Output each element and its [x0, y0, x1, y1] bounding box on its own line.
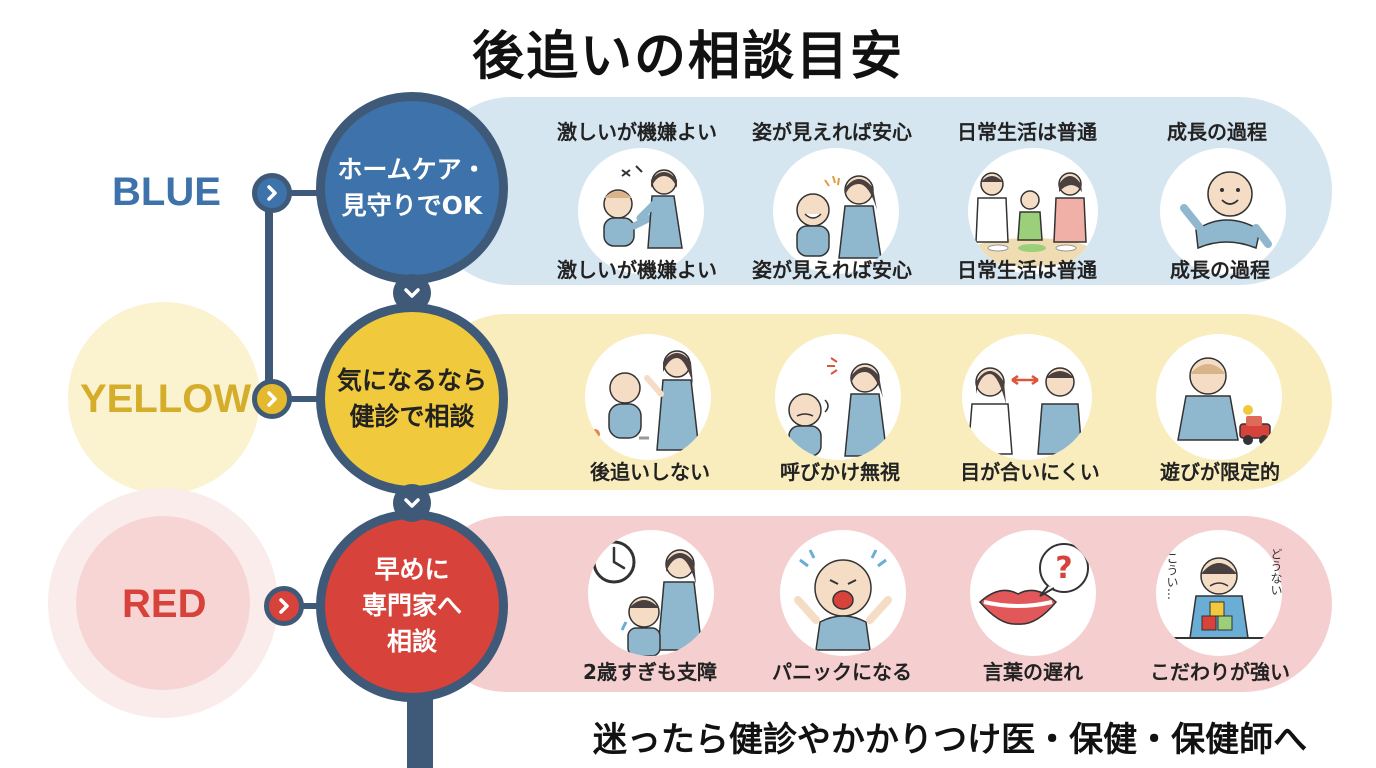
baby-reaching-mother-icon	[578, 148, 704, 274]
baby-ignoring-call-icon	[775, 334, 901, 460]
blocks-note-left: こうい…	[1165, 552, 1179, 600]
blue-item-2-top-caption: 姿が見えれば安心	[752, 120, 912, 144]
blue-item-2-bottom-caption: 姿が見えれば安心	[752, 258, 912, 282]
red-arrow-button[interactable]	[264, 586, 304, 626]
left-connector-line	[265, 200, 273, 396]
red-item-3-caption: 言葉の遅れ	[983, 660, 1083, 684]
yellow-arrow-button[interactable]	[252, 379, 292, 419]
blue-item-1-bottom-caption: 激しいが機嫌よい	[557, 258, 717, 282]
crying-baby-icon	[780, 530, 906, 656]
chevron-down-icon	[404, 498, 420, 508]
chevron-right-icon	[267, 185, 277, 201]
red-glow-decoration-inner	[76, 516, 250, 690]
blue-item-3-top-caption: 日常生活は普通	[957, 120, 1097, 144]
blocks-note-right: どうない	[1269, 548, 1283, 596]
smiling-baby-mother-icon	[773, 148, 899, 274]
happy-baby-icon	[1160, 148, 1286, 274]
blue-item-1-top-caption: 激しいが機嫌よい	[557, 120, 717, 144]
yellow-item-2-caption: 呼びかけ無視	[780, 460, 900, 484]
main-stem-line	[407, 690, 433, 768]
blue-item-4-bottom-caption: 成長の過程	[1170, 258, 1270, 282]
level-label-blue: BLUE	[112, 170, 221, 214]
blue-level-circle: ホームケア・ 見守りでOK	[316, 92, 508, 284]
chevron-right-icon	[267, 391, 277, 407]
red-level-circle: 早めに 専門家へ 相談	[316, 510, 508, 702]
down-chevron-2	[393, 484, 431, 522]
lips-question-icon: ?	[970, 530, 1096, 656]
red-item-4-caption: こだわりが強い	[1150, 660, 1290, 684]
yellow-glow-decoration	[68, 302, 260, 494]
blue-arrow-button[interactable]	[252, 173, 292, 213]
footer-advice: 迷ったら健診やかかりつけ医・保健・保健師へ	[592, 720, 1308, 760]
level-label-yellow: YELLOW	[80, 377, 252, 421]
clock-worried-mother-icon	[588, 530, 714, 656]
child-blocks-icon	[1156, 530, 1282, 656]
family-meal-icon	[968, 148, 1098, 274]
baby-sitting-mother-icon	[585, 334, 711, 460]
blue-arrow-link	[290, 190, 330, 196]
blue-item-3-bottom-caption: 日常生活は普通	[957, 258, 1097, 282]
eye-contact-icon	[962, 334, 1092, 460]
red-item-1-caption: 2歳すぎも支障	[583, 660, 717, 684]
page-title: 後追いの相談目安	[471, 27, 904, 87]
yellow-level-circle: 気になるなら 健診で相談	[316, 303, 508, 495]
chevron-down-icon	[404, 288, 420, 298]
yellow-item-3-caption: 目が合いにくい	[960, 460, 1100, 484]
chevron-right-icon	[279, 598, 289, 614]
baby-toy-car-icon	[1156, 334, 1282, 460]
blue-item-4-top-caption: 成長の過程	[1167, 120, 1267, 144]
level-label-red: RED	[122, 582, 207, 626]
red-arrow-link	[300, 603, 330, 609]
svg-text:?: ?	[1055, 551, 1072, 586]
down-chevron-1	[393, 274, 431, 312]
yellow-arrow-link	[290, 396, 330, 402]
yellow-item-1-caption: 後追いしない	[590, 460, 710, 484]
red-item-2-caption: パニックになる	[772, 660, 912, 684]
yellow-item-4-caption: 遊びが限定的	[1160, 460, 1280, 484]
